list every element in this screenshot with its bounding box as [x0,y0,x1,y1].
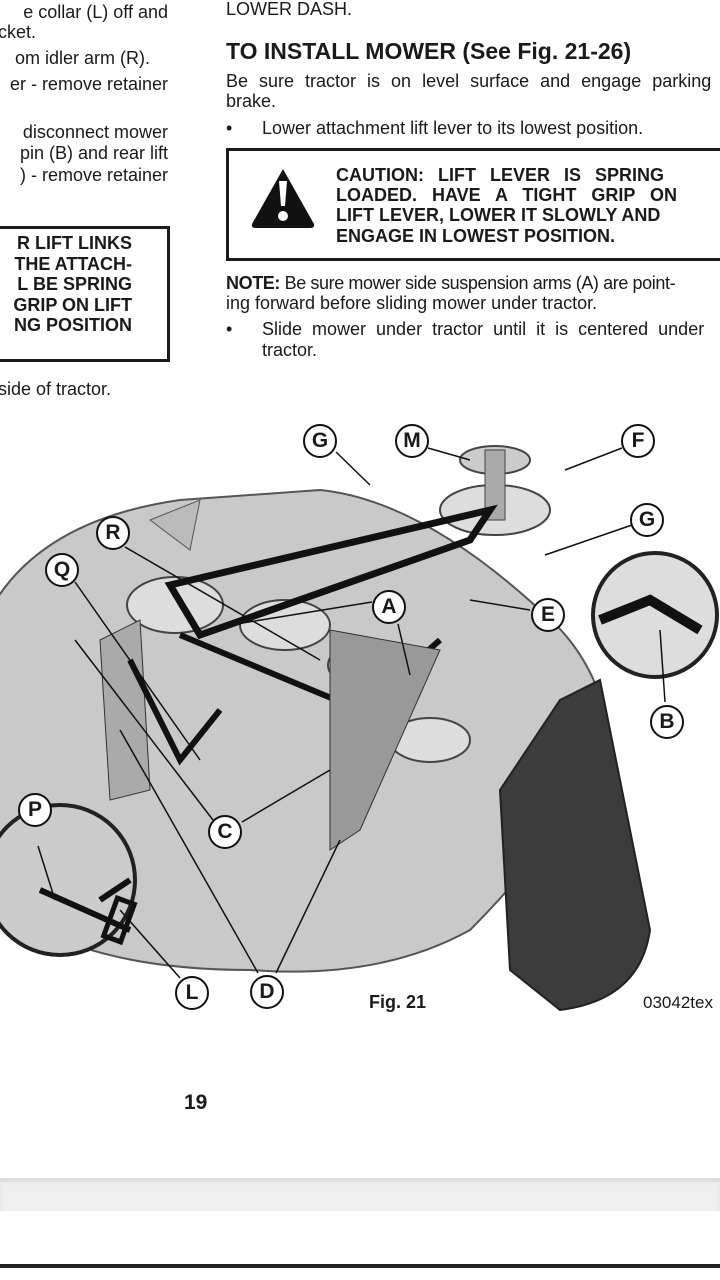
left-caution-line: GRIP ON LIFT [13,295,132,315]
prev-line: LOWER DASH. [226,0,353,19]
intro-line: brake. [226,91,277,111]
figure-code: 03042tex [643,993,713,1012]
left-text-line: e collar (L) off and [23,2,168,22]
section-heading: TO INSTALL MOWER (See Fig. 21-26) [226,38,632,64]
caution-line: LIFT LEVER, LOWER IT SLOWLY AND [336,205,661,225]
warning-icon [251,169,315,228]
caution-line: LOADED. HAVE A TIGHT GRIP ON [336,185,678,205]
bullet-text: Slide mower under tractor until it is ce… [262,319,705,339]
intro-line: Be sure tractor is on level surface and … [226,71,712,91]
left-text-line: cket. [0,22,36,42]
left-text-line: side of tractor. [0,379,112,399]
callout-label: P [18,793,52,827]
left-text-line: om idler arm (R). [14,48,150,68]
note-line: ing forward before sliding mower under t… [226,293,598,313]
callout-label: G [630,503,664,537]
next-page-rule [0,1264,720,1268]
page-number: 19 [184,1091,208,1114]
bullet-mark: • [226,118,233,138]
note-line: NOTE: Be sure mower side suspension arms… [226,273,676,294]
note-text: Be sure mower side suspension arms (A) a… [280,273,676,293]
left-text-line: ) - remove retainer [19,165,168,185]
callout-label: G [303,424,337,458]
callout-label: L [175,976,209,1010]
left-text-line: pin (B) and rear lift [19,143,168,163]
page-gap [0,1178,720,1211]
figure-caption: Fig. 21 [369,992,427,1012]
left-caution-line: THE ATTACH- [14,254,132,274]
mower-deck-figure [0,445,719,1012]
bullet-mark: • [226,319,233,339]
left-caution-line: NG POSITION [13,315,132,335]
left-caution-box [0,226,170,362]
callout-label: F [621,424,655,458]
caution-line: ENGAGE IN LOWEST POSITION. [336,226,616,246]
callout-label: Q [45,553,79,587]
callout-label: M [395,424,429,458]
callout-label: B [650,705,684,739]
callout-label: D [250,975,284,1009]
note-label: NOTE: [226,273,280,293]
bullet-text: tractor. [262,340,318,360]
bullet-text: Lower attachment lift lever to its lowes… [262,118,644,138]
caution-box [226,148,720,261]
callout-label: E [531,598,565,632]
caution-line: CAUTION: LIFT LEVER IS SPRING [336,165,665,185]
left-caution-line: R LIFT LINKS [17,233,132,253]
callout-label: C [208,815,242,849]
callout-label: A [372,590,406,624]
callout-label: R [96,516,130,550]
left-text-line: er - remove retainer [9,74,168,94]
left-text-line: disconnect mower [22,122,168,142]
left-caution-line: L BE SPRING [17,274,132,294]
